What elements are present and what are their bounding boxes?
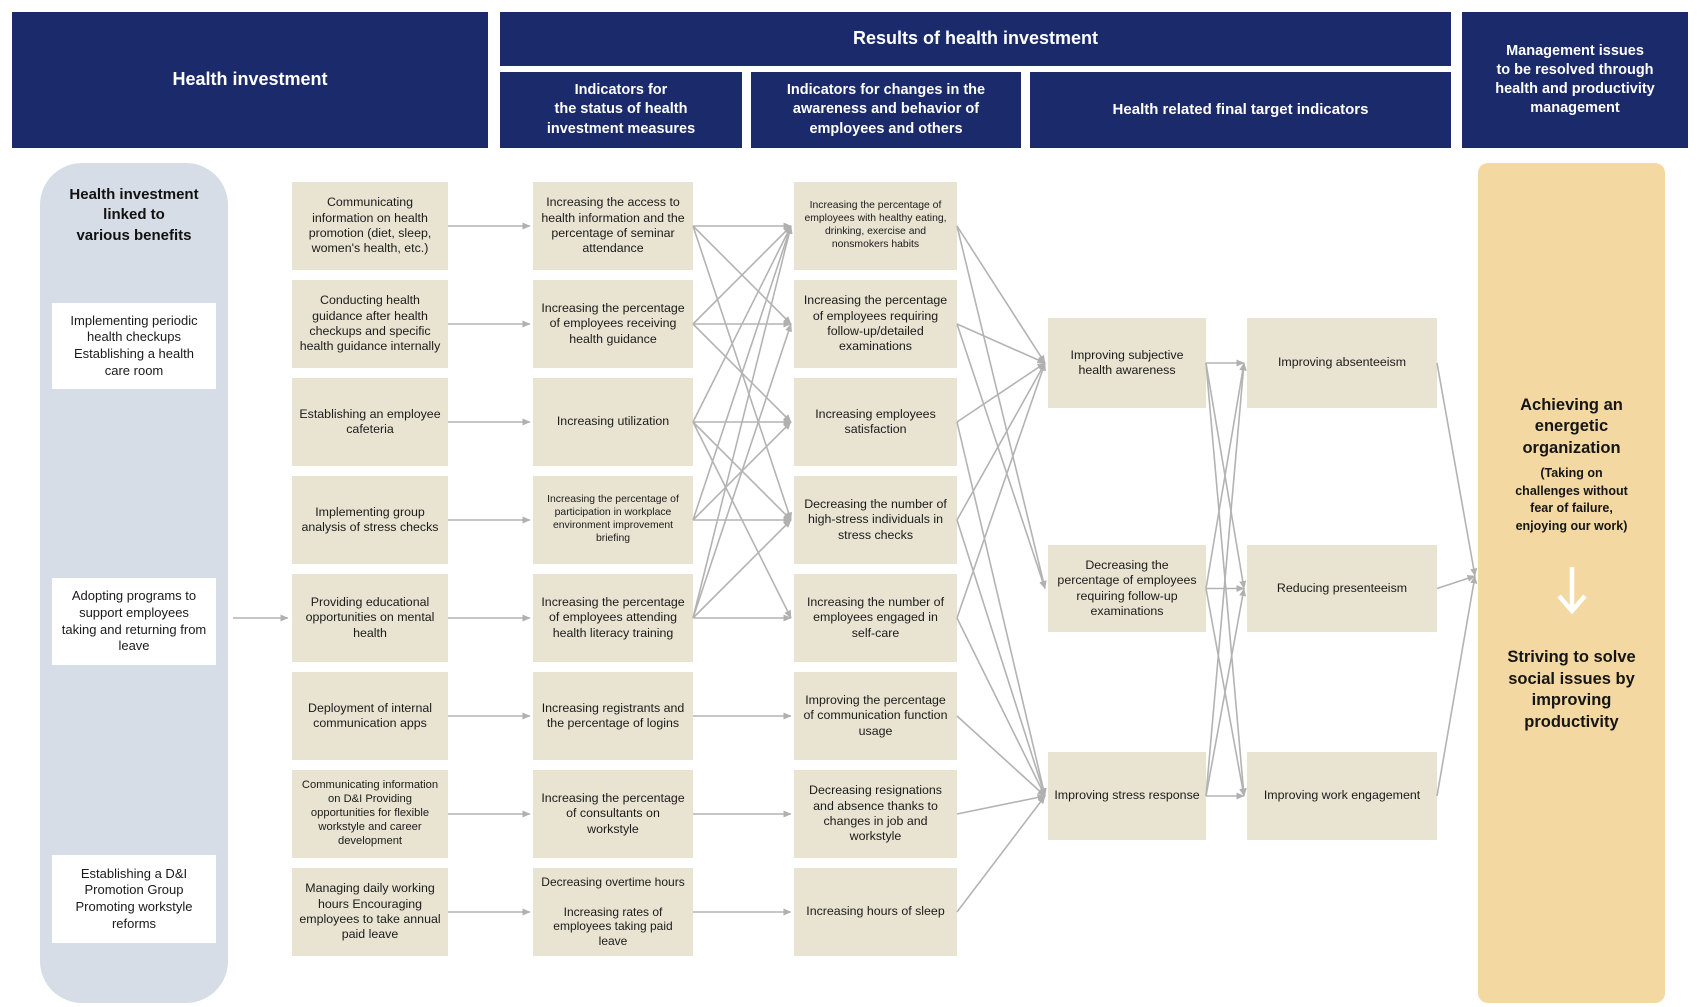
header-awareness-indicators: Indicators for changes in the awareness … [751,72,1021,148]
measure-box: Communicating information on health prom… [292,182,448,270]
status-indicator-box: Increasing the percentage of consultants… [533,770,693,858]
outcome-indicator-box: Improving absenteeism [1247,318,1437,408]
final-indicator-box: Improving stress response [1048,752,1206,840]
awareness-indicator-box: Improving the percentage of communicatio… [794,672,957,760]
connector-arrow [692,225,792,423]
benefits-panel: Health investment linked to various bene… [40,163,228,1003]
header-management-issues: Management issues to be resolved through… [1462,12,1688,148]
awareness-indicator-box: Increasing employees satisfaction [794,378,957,466]
status-indicator-box: Increasing the percentage of employees r… [533,280,693,368]
benefit-box-leave-programs: Adopting programs to support employees t… [52,578,216,665]
connector-arrow [956,421,1047,797]
measure-box: Establishing an employee cafeteria [292,378,448,466]
measure-box: Conducting health guidance after health … [292,280,448,368]
header-results: Results of health investment [500,12,1451,66]
connector-arrow [956,323,1046,589]
connector-arrow [956,362,1046,521]
connector-arrow [1205,362,1247,589]
awareness-indicator-box: Increasing the percentage of employees r… [794,280,957,368]
connector-arrow [956,715,1046,797]
header-health-investment: Health investment [12,12,488,148]
connector-arrow [1436,575,1476,590]
final-indicator-box: Improving subjective health awareness [1048,318,1206,408]
measure-box: Deployment of internal communication app… [292,672,448,760]
final-indicator-box: Decreasing the percentage of employees r… [1048,545,1206,632]
connector-arrow [692,225,792,325]
connector-arrow [692,519,792,619]
awareness-indicator-box: Increasing hours of sleep [794,868,957,956]
measure-box: Communicating information on D&I Providi… [292,770,448,858]
connector-arrow [692,323,792,423]
connector-arrow [956,225,1046,364]
down-arrow-icon [1556,567,1587,615]
connector-arrow [1205,588,1247,797]
connector-arrow [692,421,792,521]
header-status-indicators: Indicators for the status of health inve… [500,72,742,148]
awareness-indicator-box: Increasing the number of employees engag… [794,574,957,662]
connector-arrow [1205,588,1247,797]
connector-arrow [692,225,793,619]
connector-arrow [1205,362,1247,589]
goal-title: Achieving an energetic organization [1520,396,1623,457]
connector-arrow [956,795,1046,913]
status-indicator-box: Decreasing overtime hours Increasing rat… [533,868,693,956]
connector-arrow [1205,362,1247,797]
awareness-indicator-box: Decreasing the number of high-stress ind… [794,476,957,564]
goal-subtitle: (Taking on challenges without fear of fa… [1515,466,1628,533]
status-indicator-box: Increasing the percentage of employees a… [533,574,693,662]
header-final-target-indicators: Health related final target indicators [1030,72,1451,148]
connector-arrow [692,421,792,619]
status-indicator-box: Increasing registrants and the percentag… [533,672,693,760]
connector-arrow [956,225,1047,589]
connector-arrow [692,225,792,521]
measure-box: Managing daily working hours Encouraging… [292,868,448,956]
connector-arrow [1205,362,1247,797]
connector-arrow [692,225,792,521]
connector-arrow [692,225,792,325]
awareness-indicator-box: Decreasing resignations and absence than… [794,770,957,858]
management-goal-panel: Achieving an energetic organization (Tak… [1478,163,1665,1003]
goal-bottom-text: Striving to solve social issues by impro… [1507,648,1636,731]
status-indicator-box: Increasing the percentage of participati… [533,476,693,564]
connector-arrow [956,519,1047,797]
connector-arrow [956,362,1046,423]
outcome-indicator-box: Improving work engagement [1247,752,1437,840]
connector-arrow [692,323,792,619]
connector-arrow [1436,362,1478,577]
benefits-panel-heading: Health investment linked to various bene… [69,186,199,244]
benefit-box-di-group: Establishing a D&I Promotion Group Promo… [52,855,216,943]
measure-box: Implementing group analysis of stress ch… [292,476,448,564]
connector-arrow [956,617,1046,797]
connector-arrow [1436,575,1478,797]
benefit-box-checkups: Implementing periodic health checkups Es… [52,303,216,389]
awareness-indicator-box: Increasing the percentage of employees w… [794,182,957,270]
measure-box: Providing educational opportunities on m… [292,574,448,662]
outcome-indicator-box: Reducing presenteeism [1247,545,1437,632]
connector-arrow [956,794,1046,815]
connector-arrow [956,362,1046,619]
status-indicator-box: Increasing the access to health informat… [533,182,693,270]
status-indicator-box: Increasing utilization [533,378,693,466]
connector-arrow [692,421,792,521]
connector-arrow [956,323,1046,364]
